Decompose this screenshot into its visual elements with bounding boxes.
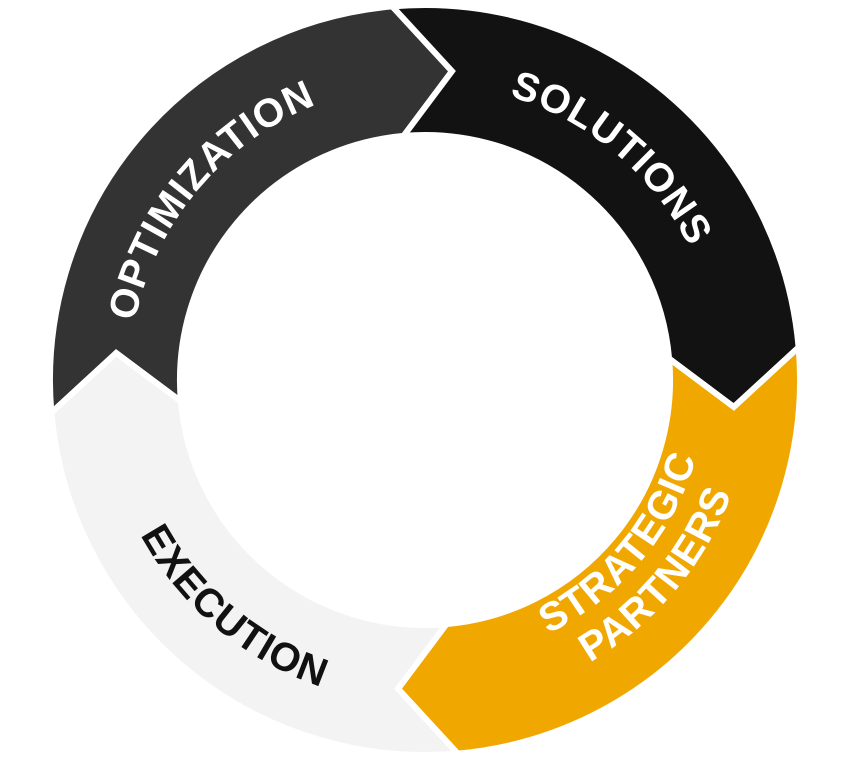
segment-solutions	[385, 1, 802, 411]
segment-optimization	[46, 3, 456, 420]
segment-strategic-partners	[394, 340, 804, 757]
segment-execution	[48, 349, 465, 759]
